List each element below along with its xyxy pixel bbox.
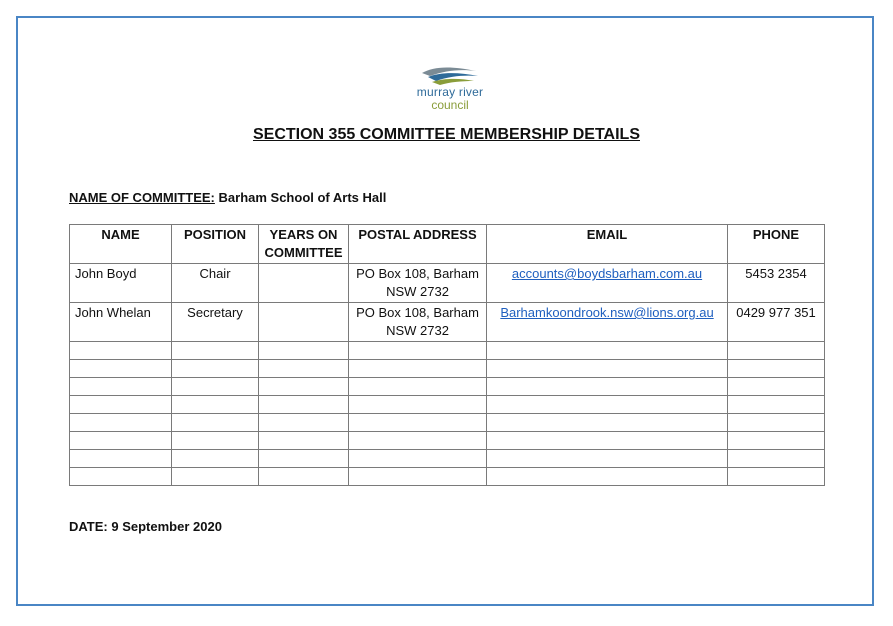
empty-cell (486, 359, 728, 378)
cell-position: Chair (171, 263, 259, 303)
cell-address: PO Box 108, Barham NSW 2732 (348, 263, 487, 303)
empty-cell (171, 359, 259, 378)
header-position: POSITION (171, 224, 259, 264)
header-address: POSTAL ADDRESS (348, 224, 487, 264)
table-row: John Whelan Secretary PO Box 108, Barham… (69, 302, 825, 342)
empty-cell (258, 431, 349, 450)
document-title: SECTION 355 COMMITTEE MEMBERSHIP DETAILS (252, 126, 640, 143)
page-border (16, 16, 874, 606)
empty-cell (348, 413, 487, 432)
cell-name: John Whelan (69, 302, 172, 342)
empty-cell (486, 341, 728, 360)
empty-cell (727, 395, 825, 414)
empty-table-row (69, 431, 825, 450)
empty-cell (486, 449, 728, 468)
cell-email: accounts@boydsbarham.com.au (486, 263, 728, 303)
email-link[interactable]: Barhamkoondrook.nsw@lions.org.au (500, 305, 714, 320)
header-years: YEARS ON COMMITTEE (258, 224, 349, 264)
email-link[interactable]: accounts@boydsbarham.com.au (511, 266, 703, 281)
empty-cell (171, 431, 259, 450)
river-logo-icon (422, 67, 478, 85)
document-date: DATE: 9 September 2020 (69, 519, 222, 534)
empty-cell (171, 413, 259, 432)
empty-table-row (69, 467, 825, 486)
empty-cell (348, 377, 487, 396)
empty-cell (69, 449, 172, 468)
empty-cell (727, 431, 825, 450)
cell-phone: 5453 2354 (727, 263, 825, 303)
empty-cell (258, 395, 349, 414)
empty-cell (486, 431, 728, 450)
logo-text-line2: council (431, 98, 469, 112)
empty-cell (486, 413, 728, 432)
empty-cell (258, 377, 349, 396)
empty-cell (486, 395, 728, 414)
committee-value: Barham School of Arts Hall (218, 190, 387, 205)
empty-cell (727, 467, 825, 486)
empty-table-row (69, 377, 825, 396)
empty-cell (69, 467, 172, 486)
empty-cell (171, 377, 259, 396)
empty-cell (486, 467, 728, 486)
empty-table-row (69, 413, 825, 432)
committee-label: NAME OF COMMITTEE: (69, 190, 215, 205)
header-phone: PHONE (727, 224, 825, 264)
empty-cell (348, 395, 487, 414)
cell-phone: 0429 977 351 (727, 302, 825, 342)
empty-cell (69, 431, 172, 450)
empty-cell (348, 449, 487, 468)
empty-cell (171, 449, 259, 468)
empty-cell (348, 467, 487, 486)
empty-cell (348, 359, 487, 378)
empty-cell (69, 413, 172, 432)
empty-table-row (69, 395, 825, 414)
header-name: NAME (69, 224, 172, 264)
cell-years (258, 263, 349, 303)
empty-cell (727, 341, 825, 360)
membership-table: NAME POSITION YEARS ON COMMITTEE POSTAL … (69, 224, 825, 486)
empty-cell (727, 413, 825, 432)
cell-position: Secretary (171, 302, 259, 342)
empty-table-row (69, 341, 825, 360)
empty-cell (258, 449, 349, 468)
empty-cell (258, 341, 349, 360)
empty-cell (69, 395, 172, 414)
empty-cell (348, 341, 487, 360)
empty-cell (258, 467, 349, 486)
cell-years (258, 302, 349, 342)
empty-cell (171, 341, 259, 360)
empty-table-row (69, 449, 825, 468)
council-logo: murray river council (400, 64, 500, 120)
cell-name: John Boyd (69, 263, 172, 303)
empty-cell (171, 467, 259, 486)
empty-cell (258, 359, 349, 378)
empty-cell (69, 341, 172, 360)
empty-cell (486, 377, 728, 396)
header-email: EMAIL (486, 224, 728, 264)
empty-cell (171, 395, 259, 414)
empty-cell (69, 359, 172, 378)
logo-text-line1: murray river (416, 85, 484, 99)
empty-cell (258, 413, 349, 432)
table-header-row: NAME POSITION YEARS ON COMMITTEE POSTAL … (69, 224, 825, 264)
empty-cell (727, 449, 825, 468)
cell-email: Barhamkoondrook.nsw@lions.org.au (486, 302, 728, 342)
table-row: John Boyd Chair PO Box 108, Barham NSW 2… (69, 263, 825, 303)
empty-cell (69, 377, 172, 396)
cell-address: PO Box 108, Barham NSW 2732 (348, 302, 487, 342)
empty-cell (348, 431, 487, 450)
empty-table-row (69, 359, 825, 378)
empty-cell (727, 359, 825, 378)
committee-name-line: NAME OF COMMITTEE: Barham School of Arts… (69, 190, 386, 205)
empty-cell (727, 377, 825, 396)
